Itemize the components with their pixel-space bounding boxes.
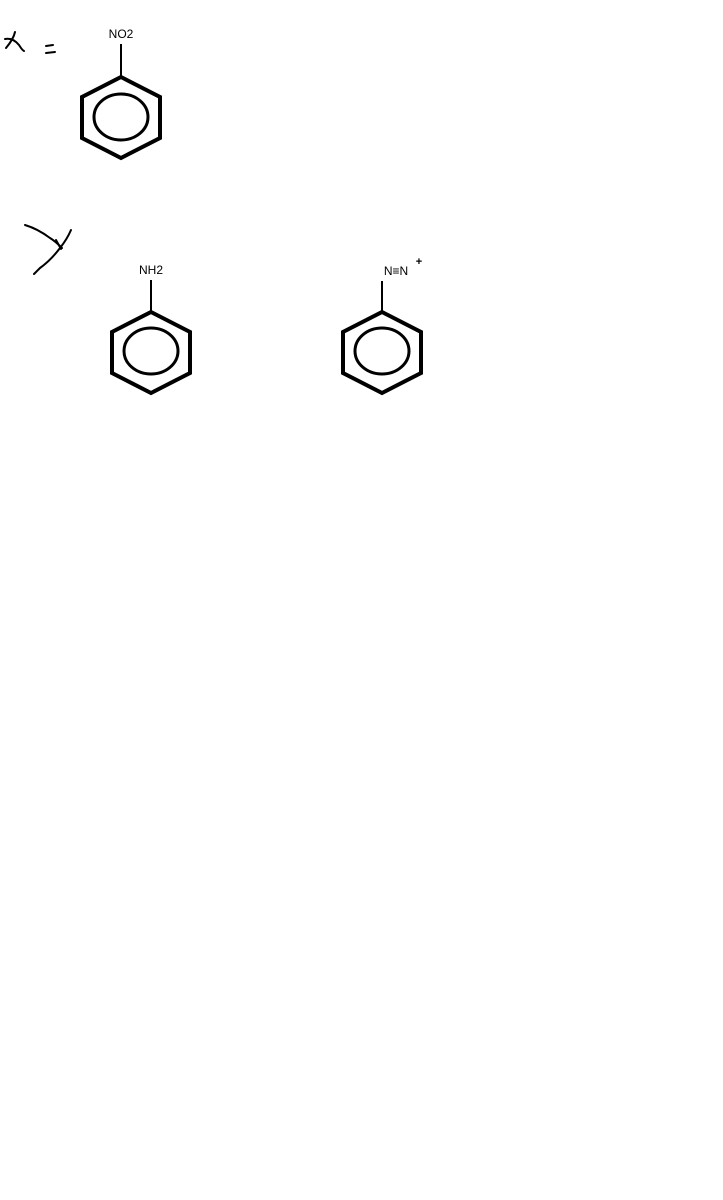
substituent-label-nh2: NH2 (139, 263, 163, 277)
benzene-ring-inner-circle (92, 92, 150, 142)
benzene-ring-inner-circle (353, 326, 411, 376)
charge-label-plus: + (416, 256, 422, 268)
substituent-label-no2: NO2 (109, 27, 134, 41)
benzene-ring-hexagon (110, 309, 192, 396)
handwritten-y-marker (24, 224, 72, 275)
benzene-ring-inner-circle (122, 326, 180, 376)
substituent-label-diazonium: N≡N (384, 264, 408, 278)
molecule-aniline: NH2 (110, 263, 192, 396)
handwritten-x-marker (4, 31, 25, 52)
molecule-nitrobenzene: NO2 (80, 27, 162, 161)
benzene-ring-hexagon (80, 74, 162, 161)
molecule-benzenediazonium: N≡N + (341, 256, 423, 396)
benzene-ring-hexagon (341, 309, 423, 396)
handwritten-equals-marker (45, 44, 56, 54)
